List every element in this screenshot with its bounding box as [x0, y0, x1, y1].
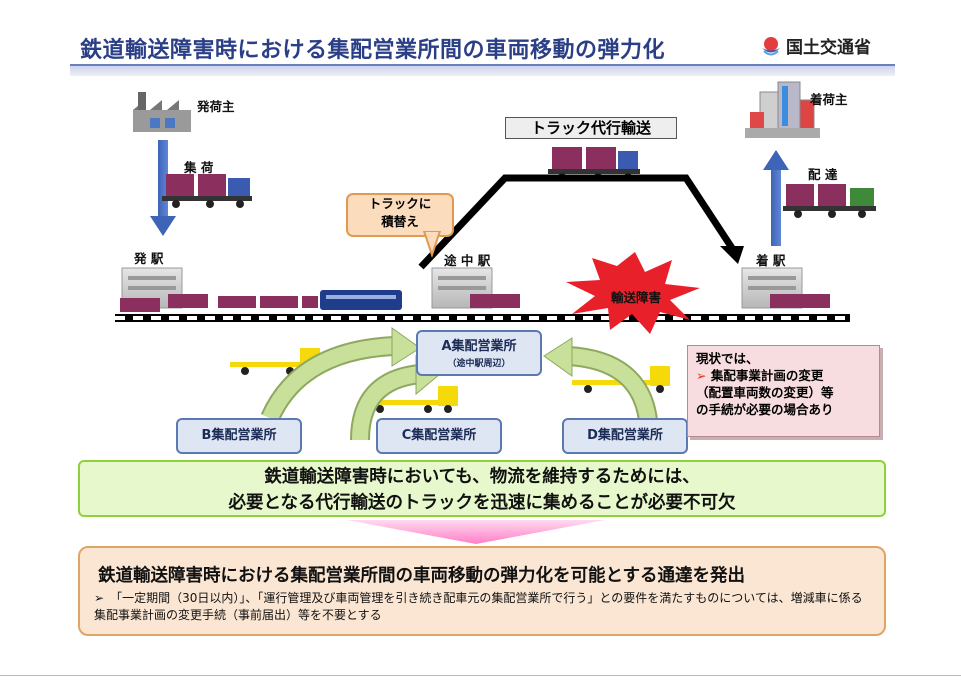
- flatbed-truck-icon: [366, 386, 458, 413]
- consignee-label: 着荷主: [810, 92, 848, 107]
- arrow-bullet-icon: ➢: [696, 368, 707, 383]
- ministry-logo-icon: [762, 36, 780, 55]
- pickup-label: 集 荷: [184, 160, 214, 175]
- office-a-name: A集配営業所: [441, 339, 517, 354]
- note-bullet: 集配事業計画の変更: [710, 368, 824, 383]
- green-arrow-b-to-a: [260, 327, 421, 423]
- footer-divider: [0, 675, 961, 676]
- callout-pointer: [422, 231, 442, 259]
- origin-station-label: 発 駅: [134, 251, 164, 266]
- page-title: 鉄道輸送障害時における集配営業所間の車両移動の弾力化: [80, 38, 666, 63]
- directive-bullet: ➢「一定期間（30日以内）」、「運行管理及び車両管理を引き続き配車元の集配営業所…: [94, 590, 874, 624]
- station-building-icon: [120, 267, 208, 312]
- station-building-icon: [431, 267, 520, 309]
- flatbed-truck-icon: [572, 366, 670, 393]
- directive-box: 鉄道輸送障害時における集配営業所間の車両移動の弾力化を可能とする通達を発出 ➢「…: [78, 546, 886, 636]
- railway-track: [115, 314, 850, 322]
- directive-bullet-text: 「一定期間（30日以内）」、「運行管理及び車両管理を引き続き配車元の集配営業所で…: [94, 591, 863, 622]
- note-bullet-line: ➢ 集配事業計画の変更: [696, 367, 871, 384]
- office-d-box: D集配営業所: [562, 418, 688, 454]
- station-building-icon: [741, 267, 830, 309]
- ministry-logo-text: 国土交通省: [786, 38, 871, 58]
- arrow-bullet-icon: ➢: [94, 591, 105, 605]
- directive-main-text: 鉄道輸送障害時における集配営業所間の車両移動の弾力化を可能とする通達を発出: [98, 566, 745, 586]
- truck-route-arrow: [418, 174, 744, 270]
- key-message-line1: 鉄道輸送障害時においても、物流を維持するためには、: [264, 467, 700, 487]
- delivery-label: 配 達: [808, 167, 838, 182]
- shipper-label: 発荷主: [197, 99, 235, 114]
- container-truck-icon: [162, 174, 252, 208]
- delivery-arrow: [763, 150, 789, 246]
- disruption-blast-icon: [566, 252, 700, 334]
- midway-station-label: 途 中 駅: [444, 253, 491, 268]
- current-status-note: 現状では、 ➢ 集配事業計画の変更 （配置車両数の変更）等 の手続が必要の場合あ…: [687, 345, 880, 437]
- container-truck-icon: [783, 184, 876, 218]
- transfer-callout-text: トラックに 積替え: [368, 196, 432, 229]
- title-underline: [70, 64, 895, 76]
- transfer-callout: トラックに 積替え: [346, 193, 454, 237]
- key-message-box: 鉄道輸送障害時においても、物流を維持するためには、 必要となる代行輸送のトラック…: [78, 460, 886, 517]
- ministry-logo: 国土交通省: [760, 33, 871, 58]
- pickup-arrow: [150, 140, 176, 236]
- note-line3: （配置車両数の変更）等: [696, 385, 834, 400]
- office-c-box: C集配営業所: [376, 418, 502, 454]
- disruption-label: 輸送障害: [611, 290, 662, 305]
- note-line4: の手続が必要の場合あり: [696, 402, 834, 417]
- buildings-icon: [745, 81, 820, 138]
- freight-train-icon: [218, 290, 402, 310]
- down-arrow: [347, 520, 605, 544]
- office-a-sub: （途中駅周辺）: [447, 359, 511, 369]
- office-a-box: A集配営業所 （途中駅周辺）: [416, 330, 542, 376]
- key-message-line2: 必要となる代行輸送のトラックを迅速に集めることが必要不可欠: [228, 493, 736, 513]
- truck-substitute-label: トラック代行輸送: [505, 117, 677, 139]
- note-line1: 現状では、: [696, 351, 759, 366]
- office-b-box: B集配営業所: [176, 418, 302, 454]
- destination-station-label: 着 駅: [756, 253, 786, 268]
- factory-icon: [133, 92, 191, 132]
- green-arrow-d-to-a: [543, 337, 658, 422]
